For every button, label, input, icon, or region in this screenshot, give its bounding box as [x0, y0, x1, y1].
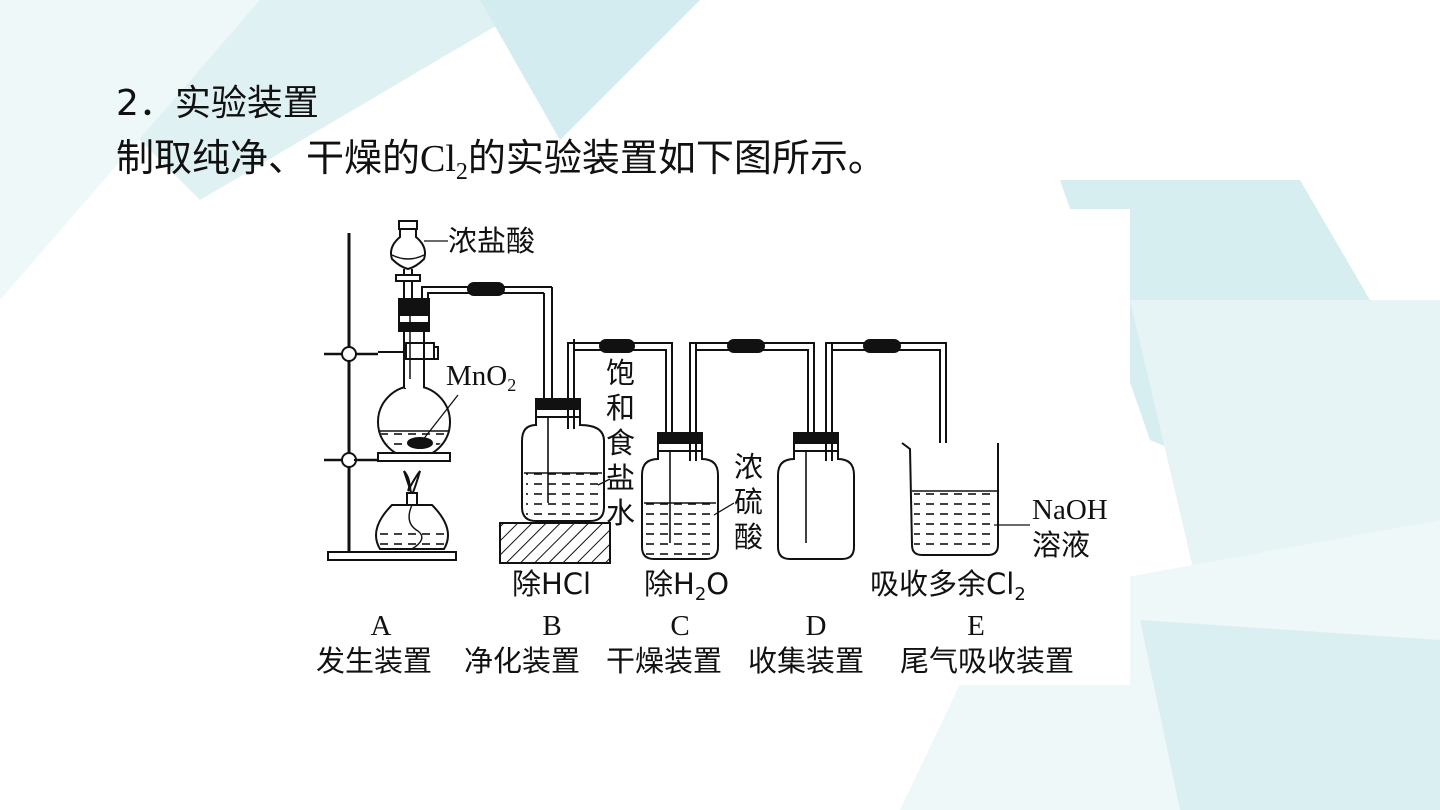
brine-char-1: 饱: [606, 356, 635, 390]
purpose-c-main: 除H: [644, 567, 695, 601]
label-mno2-sub: 2: [507, 375, 516, 395]
apparatus-figure: 浓盐酸 MnO2 饱 和 食 盐 水 浓 硫 酸 NaOH 溶液 除HCl 除H…: [308, 209, 1130, 685]
clamp-knob-upper: [341, 346, 357, 362]
station-letter-b: B: [542, 610, 561, 642]
apparatus-c: [641, 343, 735, 560]
label-naoh-2: 溶液: [1032, 528, 1090, 562]
label-acid: 浓盐酸: [448, 224, 535, 258]
mno2-solid: [407, 437, 433, 449]
brine-char-5: 水: [606, 496, 635, 530]
purpose-c-tail: O: [706, 567, 729, 601]
apparatus-e: [901, 442, 1030, 556]
connector-bc: [567, 339, 673, 443]
purpose-c-sub: 2: [695, 584, 706, 605]
purpose-e: 吸收多余Cl2: [870, 567, 1026, 605]
bg-shape-3: [0, 0, 260, 300]
slide-subtitle: 制取纯净、干燥的Cl2的实验装置如下图所示。: [116, 134, 886, 185]
subtitle-formula-sub: 2: [455, 159, 468, 185]
label-h2so4: 浓 硫 酸: [734, 450, 763, 554]
lamp-fuel: [374, 533, 450, 549]
apparatus-a: [324, 220, 552, 561]
outlet-tube-a-lower: [427, 292, 544, 309]
label-naoh-1: NaOH: [1032, 494, 1108, 526]
station-letter-c: C: [670, 610, 689, 642]
connector-cd: [689, 339, 815, 443]
funnel-stopper: [398, 220, 418, 230]
flask-stopper-bot: [398, 322, 430, 332]
lamp-wick-holder: [406, 492, 418, 506]
apparatus-b: [499, 287, 611, 564]
station-name-d: 收集装置: [748, 644, 864, 678]
leader-mno2: [421, 394, 459, 442]
raised-block: [499, 522, 611, 564]
apparatus-d: [777, 343, 855, 560]
funnel-stopcock: [395, 274, 421, 282]
rubber-joint-ab: [467, 282, 505, 296]
connector-ab: [467, 282, 505, 296]
flask-stopper-top: [398, 298, 430, 316]
subtitle-pre: 制取纯净、干燥的: [116, 136, 421, 180]
rubber-joint-bc: [599, 339, 635, 353]
section-heading: 2．实验装置: [116, 83, 319, 124]
brine-liquid: [526, 473, 600, 517]
purpose-b: 除HCl: [512, 567, 591, 601]
bg-shape-7: [1140, 620, 1440, 810]
label-mno2-main: MnO: [446, 360, 507, 392]
brine-char-2: 和: [606, 391, 635, 425]
clamp-jaw: [405, 342, 435, 360]
station-letter-a: A: [371, 610, 392, 642]
purpose-e-sub: 2: [1014, 584, 1025, 605]
station-name-e: 尾气吸收装置: [900, 644, 1074, 678]
rubber-joint-de: [863, 339, 901, 353]
separatory-funnel-bulb: [390, 226, 426, 271]
purpose-c: 除H2O: [644, 567, 729, 605]
leader-h2so4: [713, 502, 735, 516]
station-name-b: 净化装置: [464, 644, 580, 678]
brine-char-3: 食: [606, 426, 635, 460]
h2so4-liquid: [646, 503, 714, 555]
tube-cd-outer: [689, 342, 815, 443]
outlet-tube-a-upper: [421, 286, 552, 305]
label-mno2: MnO2: [446, 360, 516, 395]
collection-bottle-d: [777, 450, 855, 560]
tube-cd-inner: [695, 349, 809, 443]
purpose-b-text: 除HCl: [512, 567, 591, 601]
station-letter-e: E: [967, 610, 985, 642]
station-letter-d: D: [806, 610, 827, 642]
naoh-liquid: [914, 491, 996, 551]
stand-base: [327, 551, 457, 561]
leader-brine: [597, 478, 611, 486]
h2so4-char-2: 硫: [734, 485, 763, 519]
wire-gauze: [377, 452, 451, 462]
purpose-e-main: 吸收多余Cl: [870, 567, 1014, 601]
h2so4-char-3: 酸: [734, 520, 763, 554]
label-brine: 饱 和 食 盐 水: [606, 356, 635, 530]
subtitle-post: 的实验装置如下图所示。: [467, 136, 886, 180]
subtitle-formula: Cl: [420, 138, 456, 180]
h2so4-char-1: 浓: [734, 450, 763, 484]
station-name-a: 发生装置: [316, 644, 432, 678]
lamp-wick: [408, 504, 423, 550]
clamp-knob-lower: [341, 452, 357, 468]
funnel-liquid: [391, 254, 425, 260]
flame-outer: [403, 470, 421, 498]
station-name-c: 干燥装置: [606, 644, 722, 678]
flask-stopper-mid: [398, 314, 430, 324]
bg-shape-2: [480, 0, 700, 140]
brine-char-4: 盐: [606, 461, 635, 495]
rubber-joint-cd: [727, 339, 765, 353]
flask-neck-join: [405, 379, 423, 391]
